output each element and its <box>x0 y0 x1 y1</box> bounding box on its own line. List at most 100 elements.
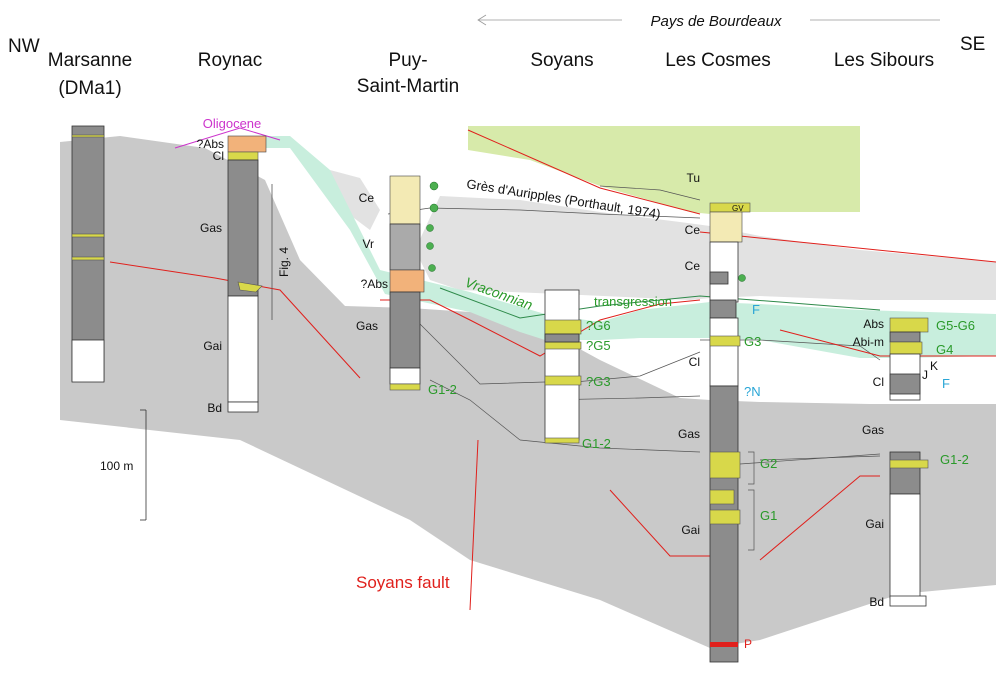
cosmes-gas-label: Gas <box>678 427 700 441</box>
cosmes-n-marker: ?N <box>744 384 761 399</box>
puy-g12-label: G1-2 <box>428 382 457 397</box>
red-line-cosmes-lower <box>609 489 710 557</box>
soyans-g5-bed <box>544 341 582 350</box>
marsanne-bed-1 <box>71 233 105 238</box>
red-line-upper <box>467 129 701 215</box>
scale-bar <box>140 409 147 521</box>
roynac-cl-label: Cl <box>213 149 224 163</box>
fossil-symbols <box>426 181 746 282</box>
cosmes-p-bed <box>710 642 738 647</box>
header-puy-1: Puy- <box>388 50 427 71</box>
soy-g5-label: ?G5 <box>586 338 611 353</box>
sib-abs-label: Abs <box>863 317 884 331</box>
roynac-abs-label: ?Abs <box>197 137 224 151</box>
cosmes-g2-bed <box>709 451 741 479</box>
oligocene-label: Oligocene <box>203 116 262 131</box>
cosmes-cl-label: Cl <box>689 355 700 369</box>
cosmes-cl-column <box>709 317 739 387</box>
cosmes-tu-label: Tu <box>686 171 700 185</box>
correlation-line-soy-bottom <box>429 379 521 441</box>
cosmes-g3-bed <box>709 335 741 347</box>
sib-abim-label: Abi-m <box>853 335 884 349</box>
lower-gray-fill <box>60 136 996 648</box>
correlation-line-g2 <box>739 453 881 465</box>
soy-g6-label: ?G6 <box>586 318 611 333</box>
puy-g12-bed <box>389 383 421 391</box>
header-marsanne-2: (DMa1) <box>58 78 121 99</box>
roynac-column <box>227 159 259 297</box>
sib-bd-label: Bd <box>869 595 884 609</box>
puy-gas-label: Gas <box>356 319 378 333</box>
roynac-gai-label: Gai <box>203 339 222 353</box>
cosmes-g1-label: G1 <box>760 508 777 523</box>
nw-label: NW <box>8 36 40 57</box>
sibours-g56-bed <box>889 317 929 333</box>
cosmes-g2-label: G2 <box>760 456 777 471</box>
cosmes-ce-bed <box>709 211 743 243</box>
soyans-g6-bed <box>544 319 582 335</box>
sib-f-marker: F <box>942 376 950 391</box>
marsanne-bed-2 <box>71 256 105 261</box>
sibours-lower-column <box>889 493 921 599</box>
cosmes-g-brackets <box>748 451 755 551</box>
sib-g56-label: G5-G6 <box>936 318 975 333</box>
header-cosmes: Les Cosmes <box>665 50 771 71</box>
red-line-puy-base <box>380 299 701 357</box>
roynac-gas-label: Gas <box>200 221 222 235</box>
sib-gas-label: Gas <box>862 423 884 437</box>
correlation-line-gres <box>599 185 701 201</box>
cosmes-gv-label: GV <box>732 204 744 213</box>
region-label: Pays de Bourdeaux <box>651 13 782 30</box>
sibours-gas-column <box>889 451 921 495</box>
sibours-g12-bed <box>889 459 929 469</box>
direction-arrow-head <box>477 14 487 26</box>
roynac-column-lower <box>227 295 259 403</box>
turonian-green-fill <box>468 126 860 214</box>
soyans-g12-bed <box>544 437 580 444</box>
cosmes-ce1-label: Ce <box>685 223 701 237</box>
correlation-line-soy-g3 <box>574 351 701 383</box>
soyans-gray-bed <box>544 333 580 343</box>
marsanne-column <box>71 125 105 382</box>
se-label: SE <box>960 34 985 55</box>
cosmes-g1-bed-a <box>709 489 735 505</box>
red-line-sibours <box>779 329 996 357</box>
header-roynac: Roynac <box>198 50 262 71</box>
soyans-fault-label: Soyans fault <box>356 573 450 592</box>
sib-g4-label: G4 <box>936 342 953 357</box>
soy-g3-label: ?G3 <box>586 374 611 389</box>
header-marsanne-1: Marsanne <box>48 50 133 71</box>
cosmes-f-bed <box>709 299 737 319</box>
roynac-cl-bed <box>227 151 259 161</box>
puy-top-gray <box>330 170 380 230</box>
upper-gray-fill <box>415 196 996 300</box>
transgression-mint-band <box>262 136 996 358</box>
cosmes-gai-label: Gai <box>681 523 700 537</box>
cosmes-ce2-bed <box>709 271 729 285</box>
sibours-g4-bed <box>889 341 923 355</box>
correlation-line-soy-lower <box>409 313 546 385</box>
roynac-abs-bed <box>227 135 267 153</box>
header-sibours: Les Sibours <box>834 50 934 71</box>
puy-abs-bed <box>389 269 425 293</box>
roynac-bd-base <box>227 401 259 413</box>
sib-k-label: K <box>930 359 938 373</box>
scale-label: 100 m <box>100 459 133 473</box>
cosmes-g1-bed-b <box>709 509 741 525</box>
soy-g12-label: G1-2 <box>582 436 611 451</box>
soyans-column <box>544 289 580 441</box>
marsanne-column-base <box>71 339 105 383</box>
marsanne-bed-3 <box>71 134 105 138</box>
red-line-sib-lower <box>759 475 880 561</box>
cosmes-g3-label: G3 <box>744 334 761 349</box>
puy-ce-bed <box>389 175 421 225</box>
roynac-lens <box>237 281 263 293</box>
cosmes-gv-bed <box>709 202 751 213</box>
sib-gai-label: Gai <box>865 517 884 531</box>
sib-g12-label: G1-2 <box>940 452 969 467</box>
header-soyans: Soyans <box>530 50 593 71</box>
oligocene-line <box>174 127 281 149</box>
transgression-line <box>439 287 881 319</box>
soyans-fault-line <box>469 439 479 611</box>
